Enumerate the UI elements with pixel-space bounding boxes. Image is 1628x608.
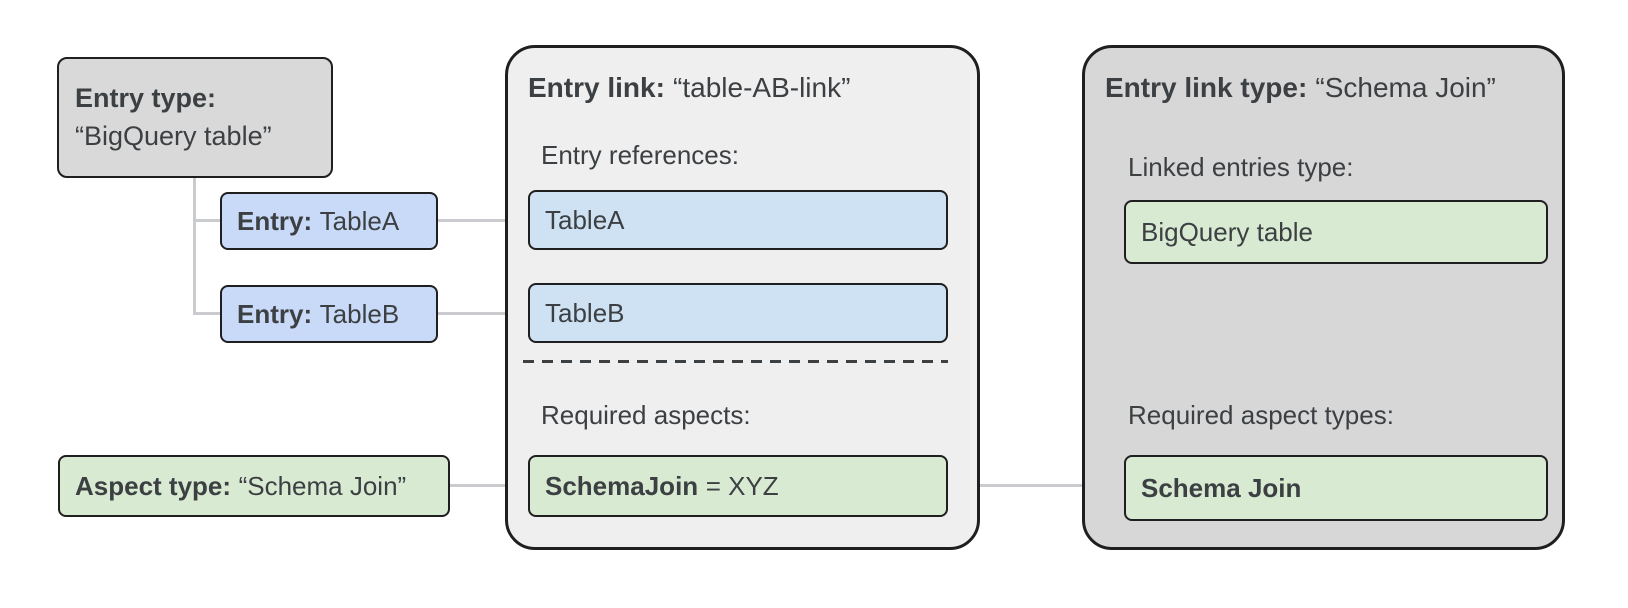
entry-box-tableb: Entry: TableB [220, 285, 438, 343]
entry-tableb-value: TableB [319, 299, 400, 329]
entry-reference-tablea-value: TableA [545, 205, 625, 235]
linked-entries-type-value: BigQuery table [1141, 217, 1313, 247]
entry-link-type-title-label: Entry link type: [1105, 72, 1308, 103]
entry-link-type-title-value: “Schema Join” [1315, 72, 1496, 103]
schema-join-type-value: Schema Join [1141, 473, 1302, 503]
linked-entries-type-box: BigQuery table [1124, 200, 1548, 264]
entry-reference-tablea: TableA [528, 190, 948, 250]
schema-join-aspect-name: SchemaJoin [545, 471, 699, 501]
entry-type-label: Entry type: [75, 82, 217, 113]
entry-reference-tableb: TableB [528, 283, 948, 343]
entry-tableb-label: Entry: [237, 299, 313, 329]
aspect-type-value: “Schema Join” [238, 471, 407, 501]
connector-schemajoin-to-type [948, 484, 1124, 487]
entry-tablea-value: TableA [319, 206, 400, 236]
linked-entries-type-label: Linked entries type: [1128, 152, 1354, 182]
aspect-type-box: Aspect type: “Schema Join” [58, 455, 450, 517]
connector-tree-stub-b [193, 312, 220, 315]
entry-type-box: Entry type: “BigQuery table” [57, 57, 333, 178]
entry-tablea-label: Entry: [237, 206, 313, 236]
schema-join-aspect-value: = XYZ [705, 471, 779, 501]
schema-join-type-box: Schema Join [1124, 455, 1548, 521]
entry-link-title-value: “table-AB-link” [673, 72, 851, 103]
connector-tree-stub-a [193, 219, 220, 222]
entry-box-tablea: Entry: TableA [220, 192, 438, 250]
schema-join-aspect-box: SchemaJoin = XYZ [528, 455, 948, 517]
entry-references-label: Entry references: [541, 140, 739, 170]
connector-tree-vertical [193, 178, 196, 315]
connector-aspect-to-schemajoin [450, 484, 528, 487]
entry-link-title: Entry link: “table-AB-link” [528, 72, 850, 104]
entry-type-value: “BigQuery table” [75, 120, 272, 151]
connector-tablea-reference [438, 219, 528, 222]
connector-tableb-reference [438, 312, 528, 315]
entry-link-type-title: Entry link type:“Schema Join” [1105, 72, 1496, 104]
entry-link-title-label: Entry link: [528, 72, 665, 103]
entry-type-text: Entry type: “BigQuery table” [59, 69, 288, 167]
aspect-type-label: Aspect type: [75, 471, 232, 501]
entry-reference-tableb-value: TableB [545, 298, 625, 328]
required-aspect-types-label: Required aspect types: [1128, 400, 1394, 430]
required-aspects-divider [523, 360, 948, 363]
required-aspects-label: Required aspects: [541, 400, 751, 430]
